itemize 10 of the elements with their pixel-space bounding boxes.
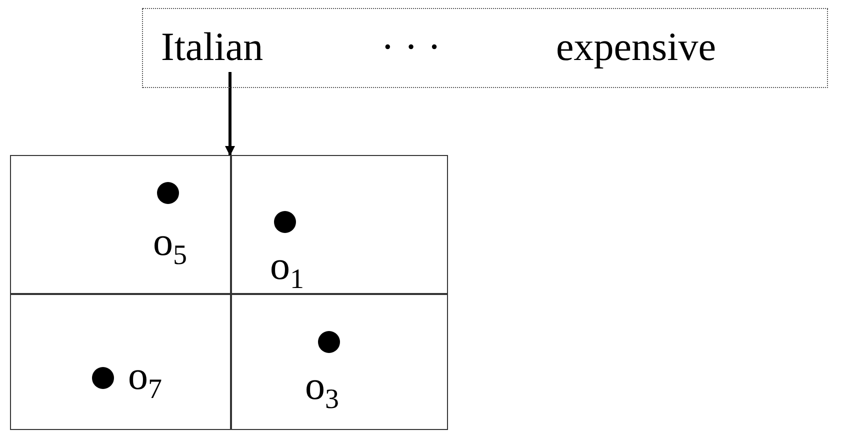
- point-label: o$_{1}$: [270, 246, 304, 294]
- dotted-frame: [142, 8, 828, 88]
- point-label: o$_{3}$: [305, 366, 339, 414]
- grid-box: [10, 155, 448, 430]
- point-label: o$_{7}$: [128, 356, 162, 404]
- point-label: o$_{5}$: [153, 222, 187, 270]
- attribute-text: · · ·: [381, 27, 441, 67]
- attribute-text: Italian: [161, 27, 264, 67]
- arrow: [225, 72, 235, 156]
- attribute-text: expensive: [556, 27, 716, 67]
